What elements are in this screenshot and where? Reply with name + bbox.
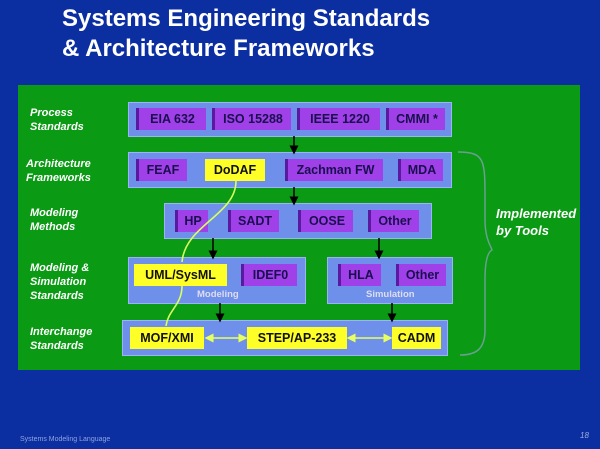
item-mda: MDA — [398, 159, 443, 181]
item-mof-xmi: MOF/XMI — [130, 327, 204, 349]
item-oose: OOSE — [298, 210, 353, 232]
item-dodaf: DoDAF — [205, 159, 265, 181]
item-idef0: IDEF0 — [241, 264, 297, 286]
simulation-label: Simulation — [366, 289, 415, 300]
item-zachman: Zachman FW — [285, 159, 383, 181]
item-iso15288: ISO 15288 — [212, 108, 291, 130]
item-step-ap233: STEP/AP-233 — [247, 327, 347, 349]
item-cmmi: CMMI * — [386, 108, 445, 130]
dodaf-uml-link — [181, 180, 237, 263]
tools-bracket — [457, 151, 493, 356]
item-sadt: SADT — [228, 210, 279, 232]
item-feaf: FEAF — [136, 159, 187, 181]
title-line-1: Systems Engineering Standards — [62, 5, 431, 32]
uml-mof-link — [165, 285, 183, 327]
item-hp: HP — [175, 210, 208, 232]
footer-text: Systems Modeling Language — [20, 436, 111, 443]
item-other-sim: Other — [396, 264, 446, 286]
title-line-2: & Architecture Frameworks — [62, 35, 375, 62]
item-other-methods: Other — [368, 210, 419, 232]
item-eia632: EIA 632 — [136, 108, 206, 130]
item-uml-sysml: UML/SysML — [134, 264, 227, 286]
modeling-label: Modeling — [197, 289, 239, 300]
item-cadm: CADM — [392, 327, 441, 349]
down-arrows — [208, 136, 397, 323]
slide-title: Systems Engineering Standards & Architect… — [62, 4, 430, 64]
item-ieee1220: IEEE 1220 — [297, 108, 380, 130]
page-number: 18 — [580, 431, 589, 440]
item-hla: HLA — [338, 264, 381, 286]
